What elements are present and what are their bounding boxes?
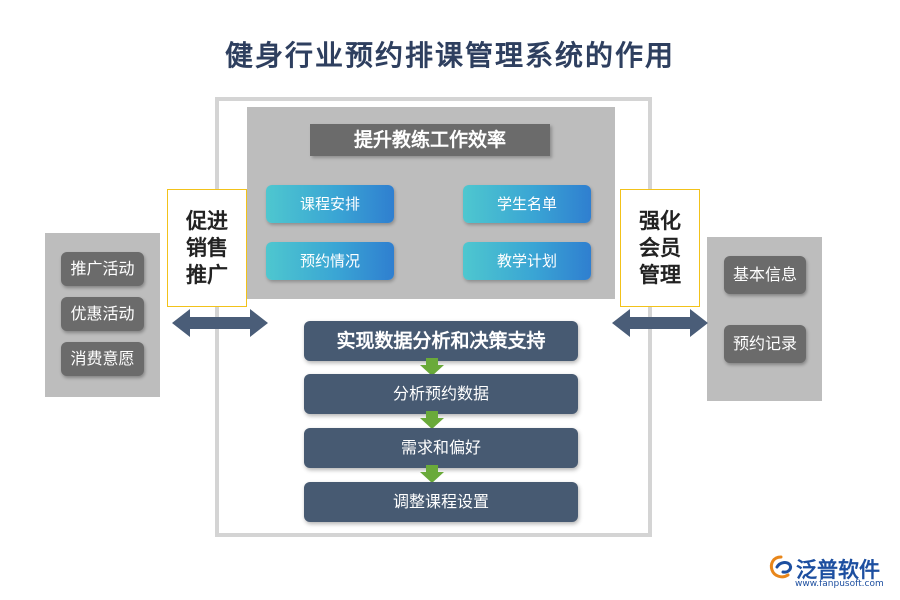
student-list-item: 学生名单 — [463, 185, 591, 223]
sales-promotion-label: 促进 销售 推广 — [167, 189, 247, 307]
booking-status-item: 预约情况 — [266, 242, 394, 280]
flow-step-analyze-bookings: 分析预约数据 — [304, 374, 578, 414]
down-arrow-icon — [420, 465, 444, 483]
coach-efficiency-label: 提升教练工作效率 — [310, 124, 550, 156]
member-management-label: 强化 会员 管理 — [620, 189, 700, 307]
sales-label-line-1: 促进 — [186, 208, 228, 233]
down-arrow-icon — [420, 411, 444, 429]
member-label-line-1: 强化 — [639, 208, 681, 233]
member-label-line-3: 管理 — [639, 262, 681, 287]
member-label-line-2: 会员 — [639, 235, 681, 260]
consumer-intent-item: 消费意愿 — [61, 342, 144, 376]
flow-step-demand-preference: 需求和偏好 — [304, 428, 578, 468]
logo-url: www.fanpusoft.com — [795, 579, 884, 589]
down-arrow-icon — [420, 358, 444, 376]
discount-activity-item: 优惠活动 — [61, 297, 144, 331]
teaching-plan-item: 教学计划 — [463, 242, 591, 280]
course-schedule-item: 课程安排 — [266, 185, 394, 223]
booking-record-item: 预约记录 — [724, 325, 806, 363]
logo-name: 泛普软件 — [796, 558, 880, 582]
right-double-arrow-icon — [612, 309, 708, 337]
flow-step-adjust-courses: 调整课程设置 — [304, 482, 578, 522]
page-title: 健身行业预约排课管理系统的作用 — [224, 39, 675, 72]
data-analysis-header: 实现数据分析和决策支持 — [304, 321, 578, 361]
sales-label-line-3: 推广 — [186, 262, 228, 287]
fanpu-logo-icon — [769, 555, 792, 579]
left-double-arrow-icon — [172, 309, 268, 337]
promo-activity-item: 推广活动 — [61, 252, 144, 286]
sales-label-line-2: 销售 — [186, 235, 228, 260]
basic-info-item: 基本信息 — [724, 256, 806, 294]
